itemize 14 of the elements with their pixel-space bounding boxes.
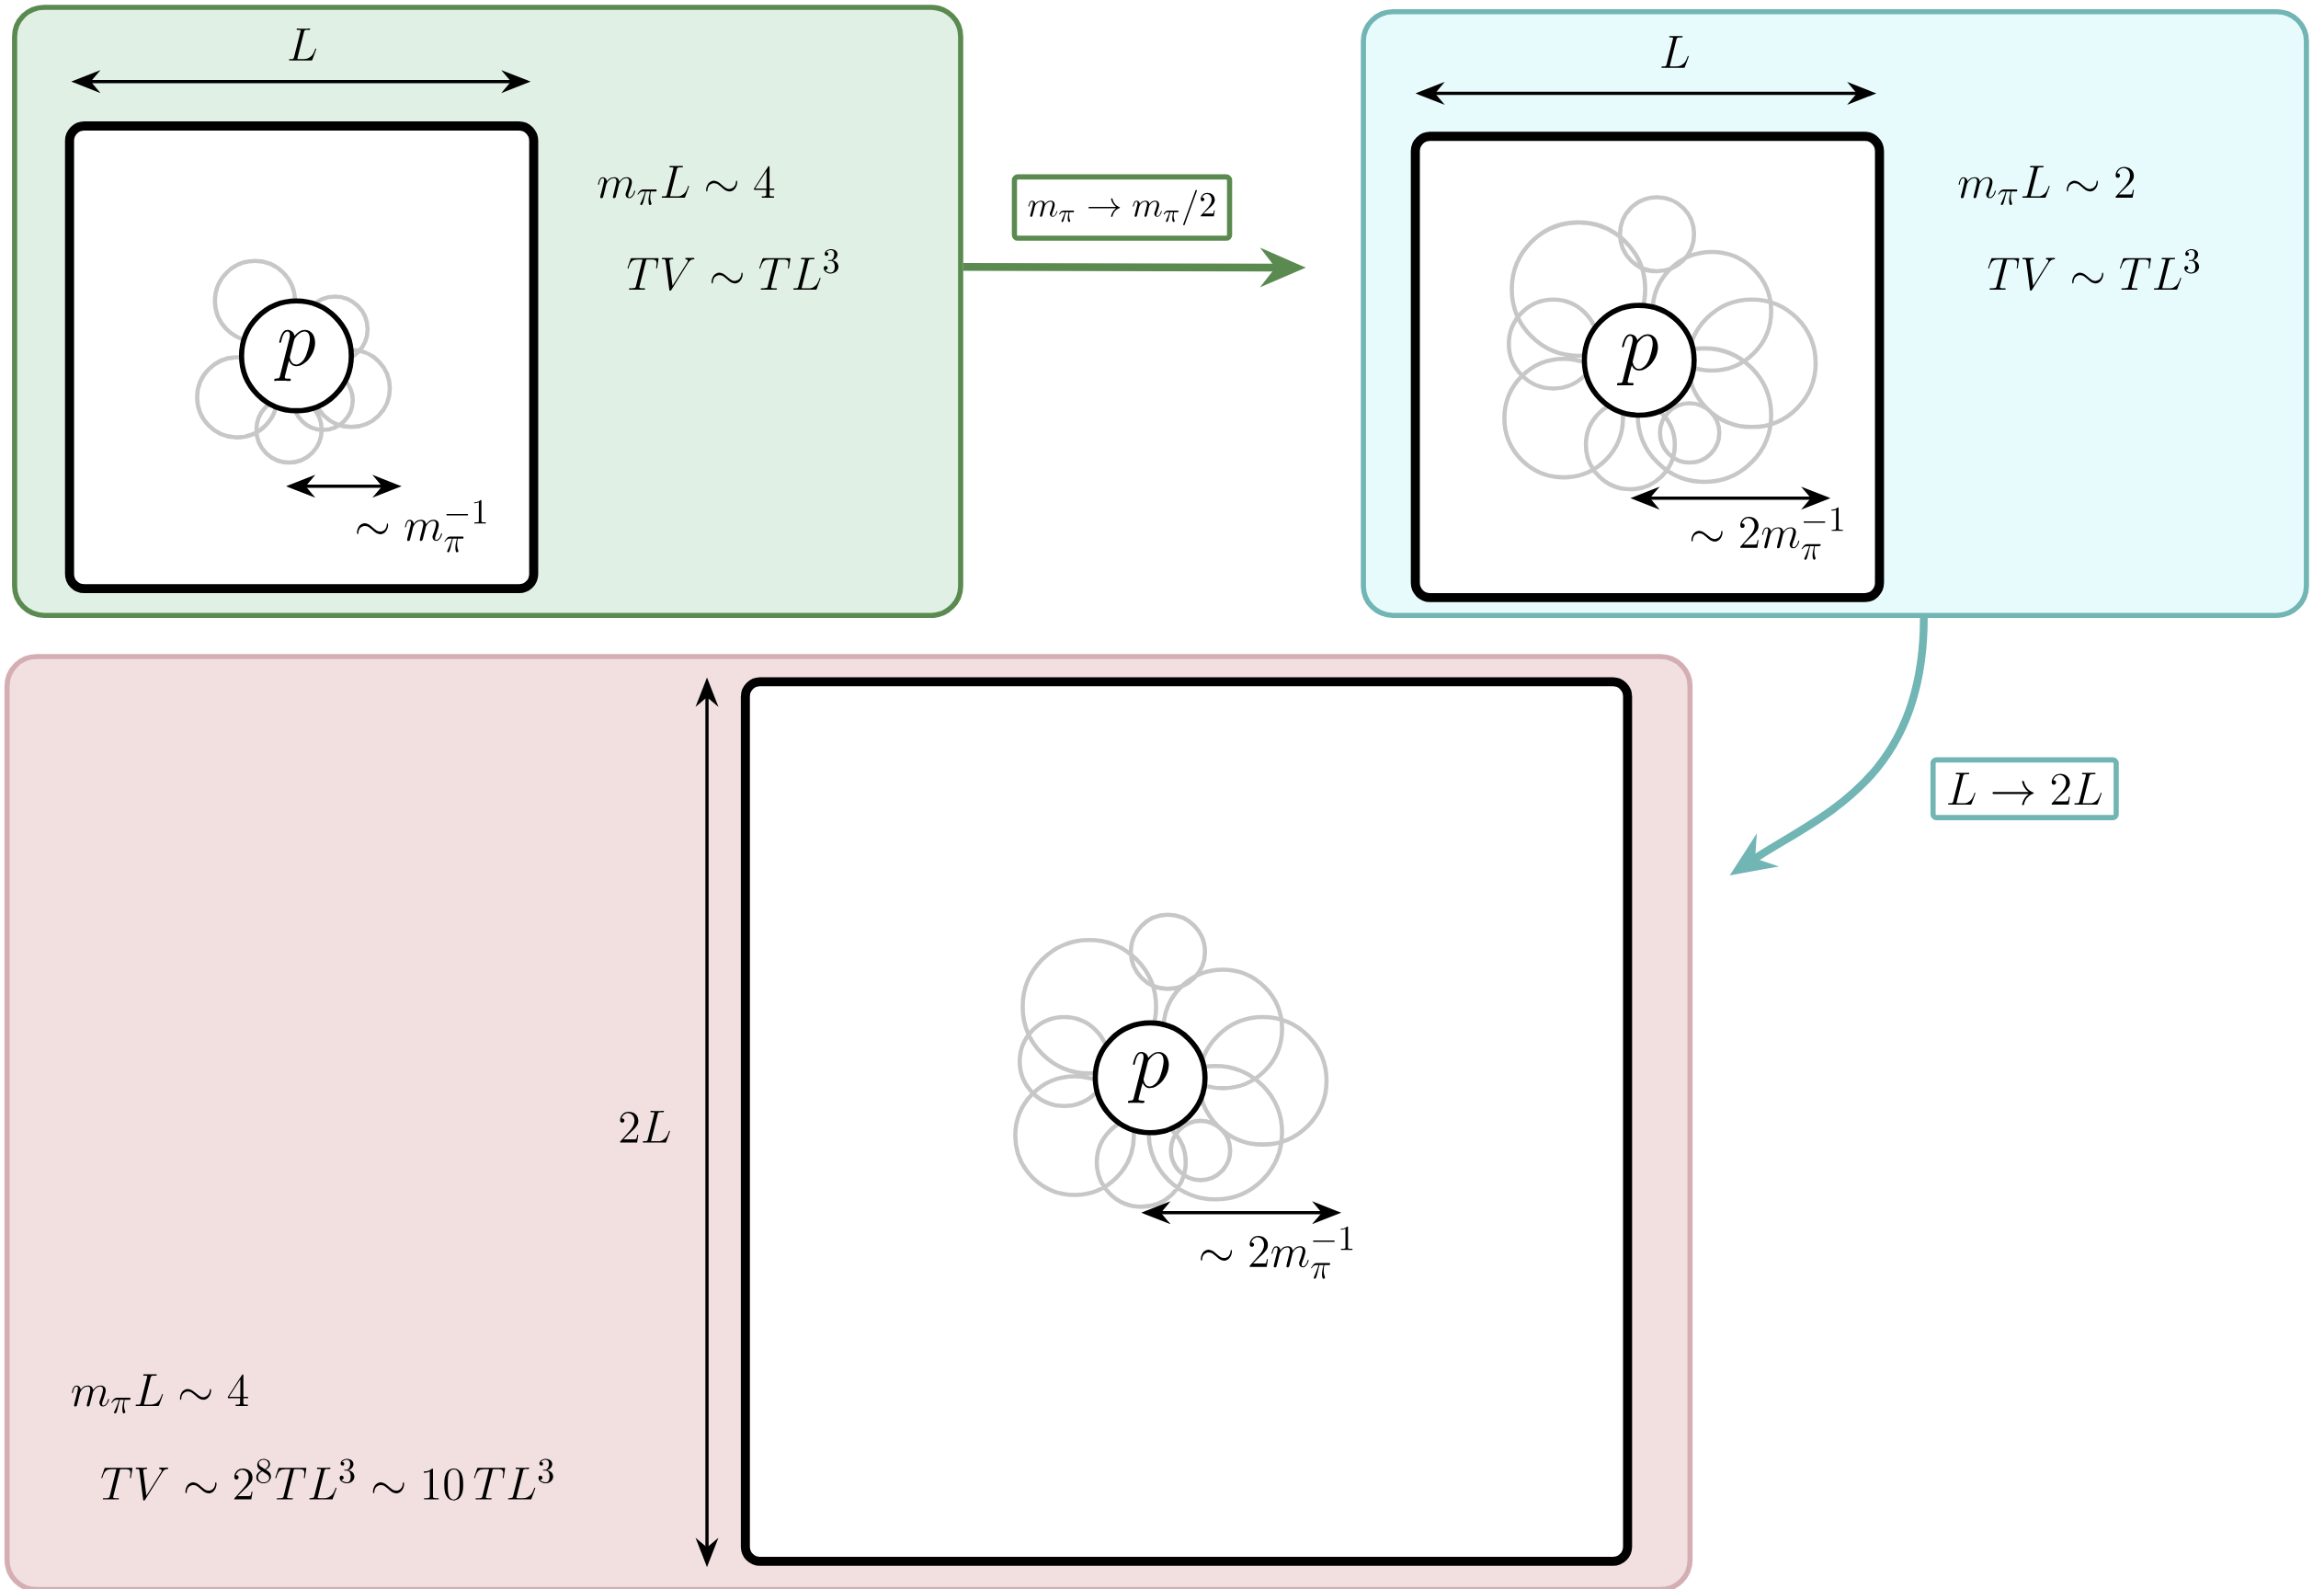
formula: $TV \sim TL^3$ [627,248,839,291]
lattice-box [64,120,539,593]
formula: $m_\pi L \sim 4$ [598,166,775,205]
lattice-box [1410,131,1885,602]
formula: $m_\pi L \sim 4$ [72,1374,248,1413]
dimension-label: $L$ [1661,36,1689,68]
edge-label: $L \to 2L$ [1930,757,2119,820]
formula: $TV \sim TL^3$ [1988,248,2200,291]
dimension-label: $2L$ [620,1110,670,1143]
dimension-label: $L$ [289,28,316,61]
formula: $m_\pi L \sim 2$ [1958,166,2135,205]
lattice-box [740,677,1633,1566]
edge-label: $m_\pi \to m_\pi/2$ [1011,174,1233,241]
formula: $TV \sim 2^8 TL^3 \sim 10\,TL^3$ [101,1458,553,1501]
